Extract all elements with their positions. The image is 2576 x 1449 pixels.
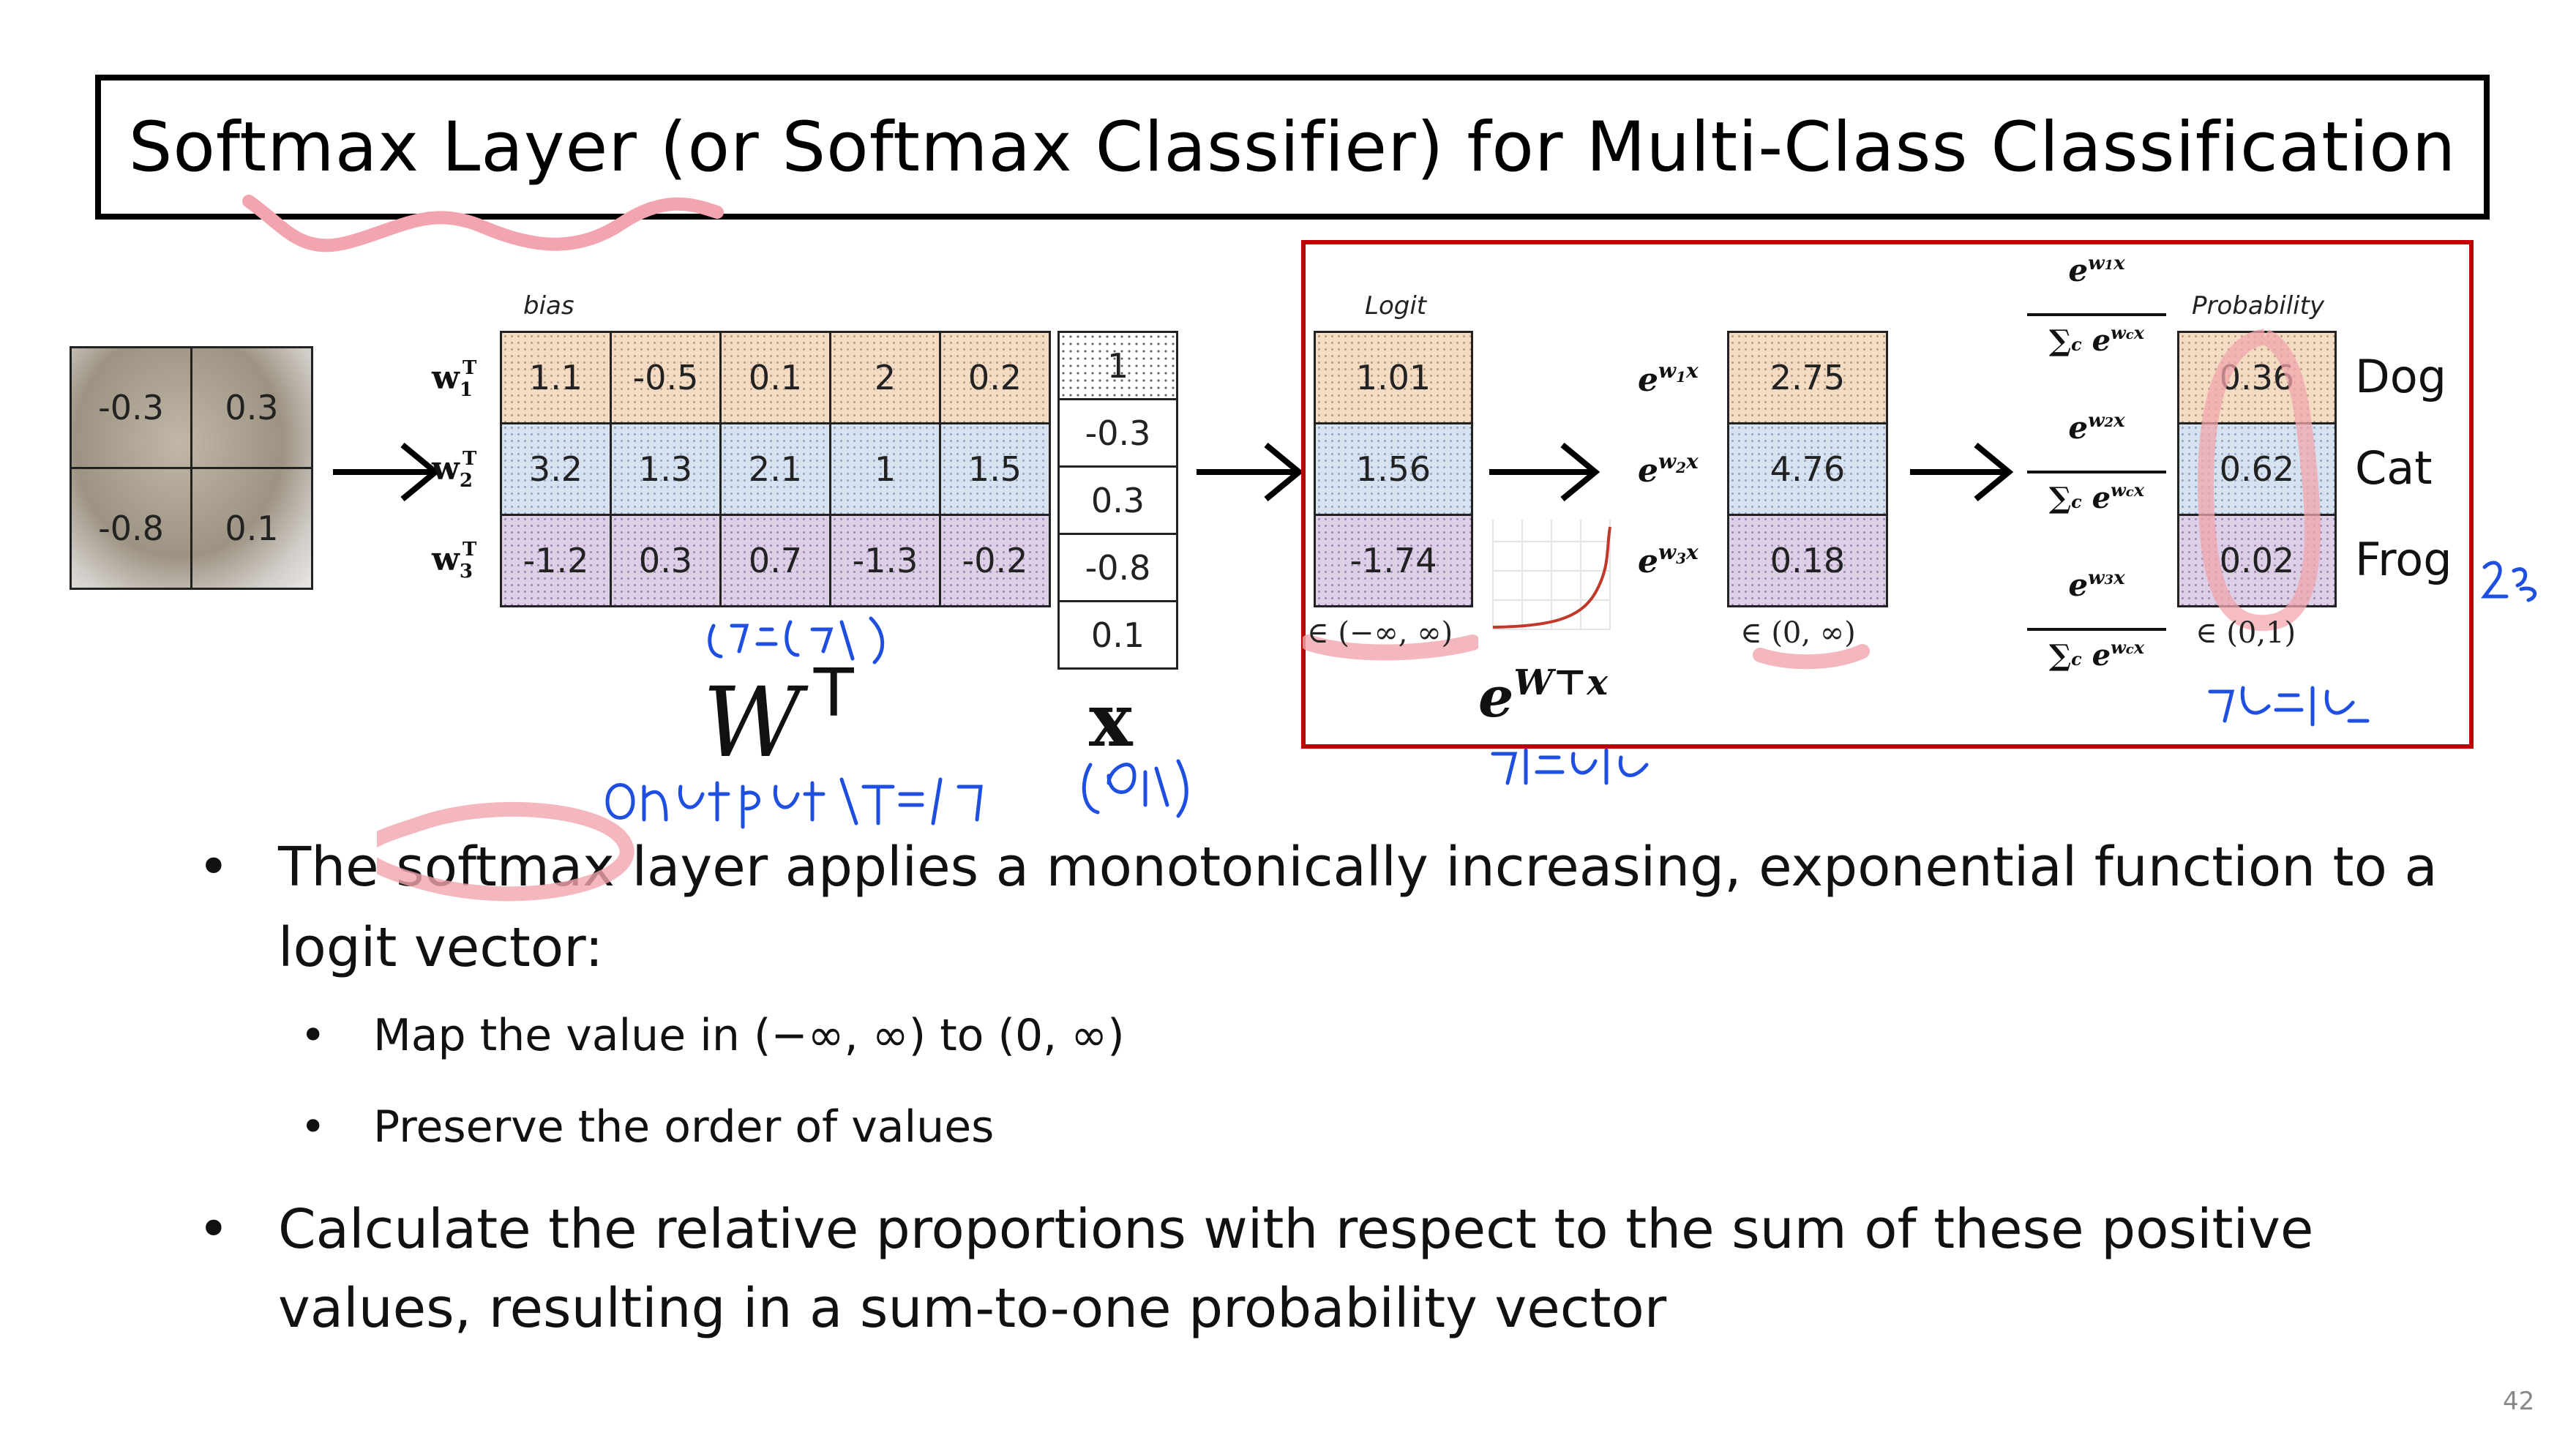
weight-cell: 2.1: [719, 422, 831, 516]
row-label-w3: w3T: [432, 539, 477, 583]
row-label-w2: w2T: [432, 448, 477, 492]
weight-cell: 2: [829, 331, 941, 424]
fraction-denominator: ∑c ewcx: [2048, 322, 2145, 358]
softmax-highlight-box: [1301, 240, 2474, 749]
x-cell: 0.1: [1057, 600, 1178, 670]
x-cell: -0.8: [1057, 533, 1178, 602]
probability-header: Probability: [2192, 291, 2325, 321]
exp-cell: 0.18: [1727, 514, 1888, 607]
image-cell: -0.8: [70, 467, 192, 590]
image-cell: 0.1: [190, 467, 313, 590]
exp-row-label-2: ew2x: [1638, 449, 1699, 490]
handwriting-annotation: [2481, 561, 2537, 602]
image-cell: -0.3: [70, 346, 192, 469]
arrow-right-icon: [333, 442, 441, 502]
logit-header: Logit: [1365, 291, 1427, 321]
x-cell: -0.3: [1057, 398, 1178, 468]
class-label-cat: Cat: [2355, 441, 2433, 495]
weight-cell: 3.2: [500, 422, 612, 516]
arrow-right-icon: [1910, 442, 2014, 502]
exp-cell: 2.75: [1727, 331, 1888, 424]
bullet-text-1: The softmax layer applies a monotonicall…: [278, 836, 2438, 899]
sub-bullet-dot: •: [300, 1101, 326, 1153]
handwriting-annotation: [1082, 759, 1188, 818]
sub-bullet-1: Map the value in (−∞, ∞) to (0, ∞): [373, 1010, 1125, 1061]
class-label-dog: Dog: [2355, 350, 2447, 403]
handwriting-annotation: [2208, 686, 2370, 727]
weight-cell: -1.3: [829, 514, 941, 607]
bullet-text-2-cont: values, resulting in a sum-to-one probab…: [278, 1277, 1667, 1340]
bias-label: bias: [523, 291, 574, 321]
handwriting-annotation: [708, 616, 885, 664]
class-label-frog: Frog: [2355, 533, 2452, 586]
handwriting-annotation: [1491, 748, 1649, 785]
x-cell: 1: [1057, 331, 1178, 400]
fraction-line: [2027, 628, 2166, 631]
probability-range: ∈ (0,1): [2195, 616, 2296, 650]
logit-range: ∈ (−∞, ∞): [1307, 616, 1453, 650]
x-label: x: [1089, 677, 1133, 763]
fraction-numerator-1: ew1x: [2068, 252, 2125, 288]
weight-cell: 0.1: [719, 331, 831, 424]
bullet-text-2: Calculate the relative proportions with …: [278, 1198, 2314, 1261]
arrow-right-icon: [1489, 442, 1600, 502]
weight-cell: -0.2: [939, 514, 1051, 607]
bullet-text-1-cont: logit vector:: [278, 916, 604, 979]
exp-range: ∈ (0, ∞): [1740, 616, 1856, 650]
fraction-line: [2027, 313, 2166, 316]
exp-row-label-1: ew1x: [1638, 359, 1699, 399]
pink-highlight-exp-range: [1753, 644, 1870, 670]
x-cell: 0.3: [1057, 465, 1178, 535]
logit-cell: 1.56: [1314, 422, 1473, 516]
bullet-dot: •: [198, 1198, 230, 1261]
pink-highlight-logit-range: [1303, 634, 1478, 661]
row-label-w1: w1T: [432, 357, 477, 401]
weight-cell: 1.3: [610, 422, 722, 516]
fraction-line: [2027, 471, 2166, 473]
weight-cell: -1.2: [500, 514, 612, 607]
image-cell: 0.3: [190, 346, 313, 469]
logit-cell: -1.74: [1314, 514, 1473, 607]
fraction-denominator: ∑c ewcx: [2048, 637, 2145, 673]
page-number: 42: [2503, 1387, 2535, 1416]
pink-circle-softmax: [377, 801, 634, 902]
logit-cell: 1.01: [1314, 331, 1473, 424]
sub-bullet-dot: •: [300, 1010, 326, 1061]
arrow-right-icon: [1197, 442, 1304, 502]
weight-cell: 1.5: [939, 422, 1051, 516]
slide-title: Softmax Layer (or Softmax Classifier) fo…: [128, 107, 2457, 187]
exp-curve-icon: [1492, 520, 1611, 630]
title-box: [95, 75, 2490, 220]
weight-cell: 0.2: [939, 331, 1051, 424]
handwriting-annotation: [605, 777, 983, 829]
exp-row-label-3: ew3x: [1638, 540, 1699, 580]
exp-formula-label: eW⊤x: [1478, 662, 1608, 730]
weight-cell: -0.5: [610, 331, 722, 424]
weight-cell: 0.3: [610, 514, 722, 607]
fraction-denominator: ∑c ewcx: [2048, 479, 2145, 515]
fraction-numerator-2: ew2x: [2068, 410, 2125, 446]
weight-cell: 0.7: [719, 514, 831, 607]
weight-cell: 1.1: [500, 331, 612, 424]
bullet-dot: •: [198, 836, 230, 899]
pink-circle-annotation: [2198, 329, 2321, 632]
pink-squiggle-title: [242, 195, 724, 252]
weight-cell: 1: [829, 422, 941, 516]
sub-bullet-2: Preserve the order of values: [373, 1101, 995, 1153]
exp-cell: 4.76: [1727, 422, 1888, 516]
fraction-numerator-3: ew3x: [2068, 567, 2125, 603]
